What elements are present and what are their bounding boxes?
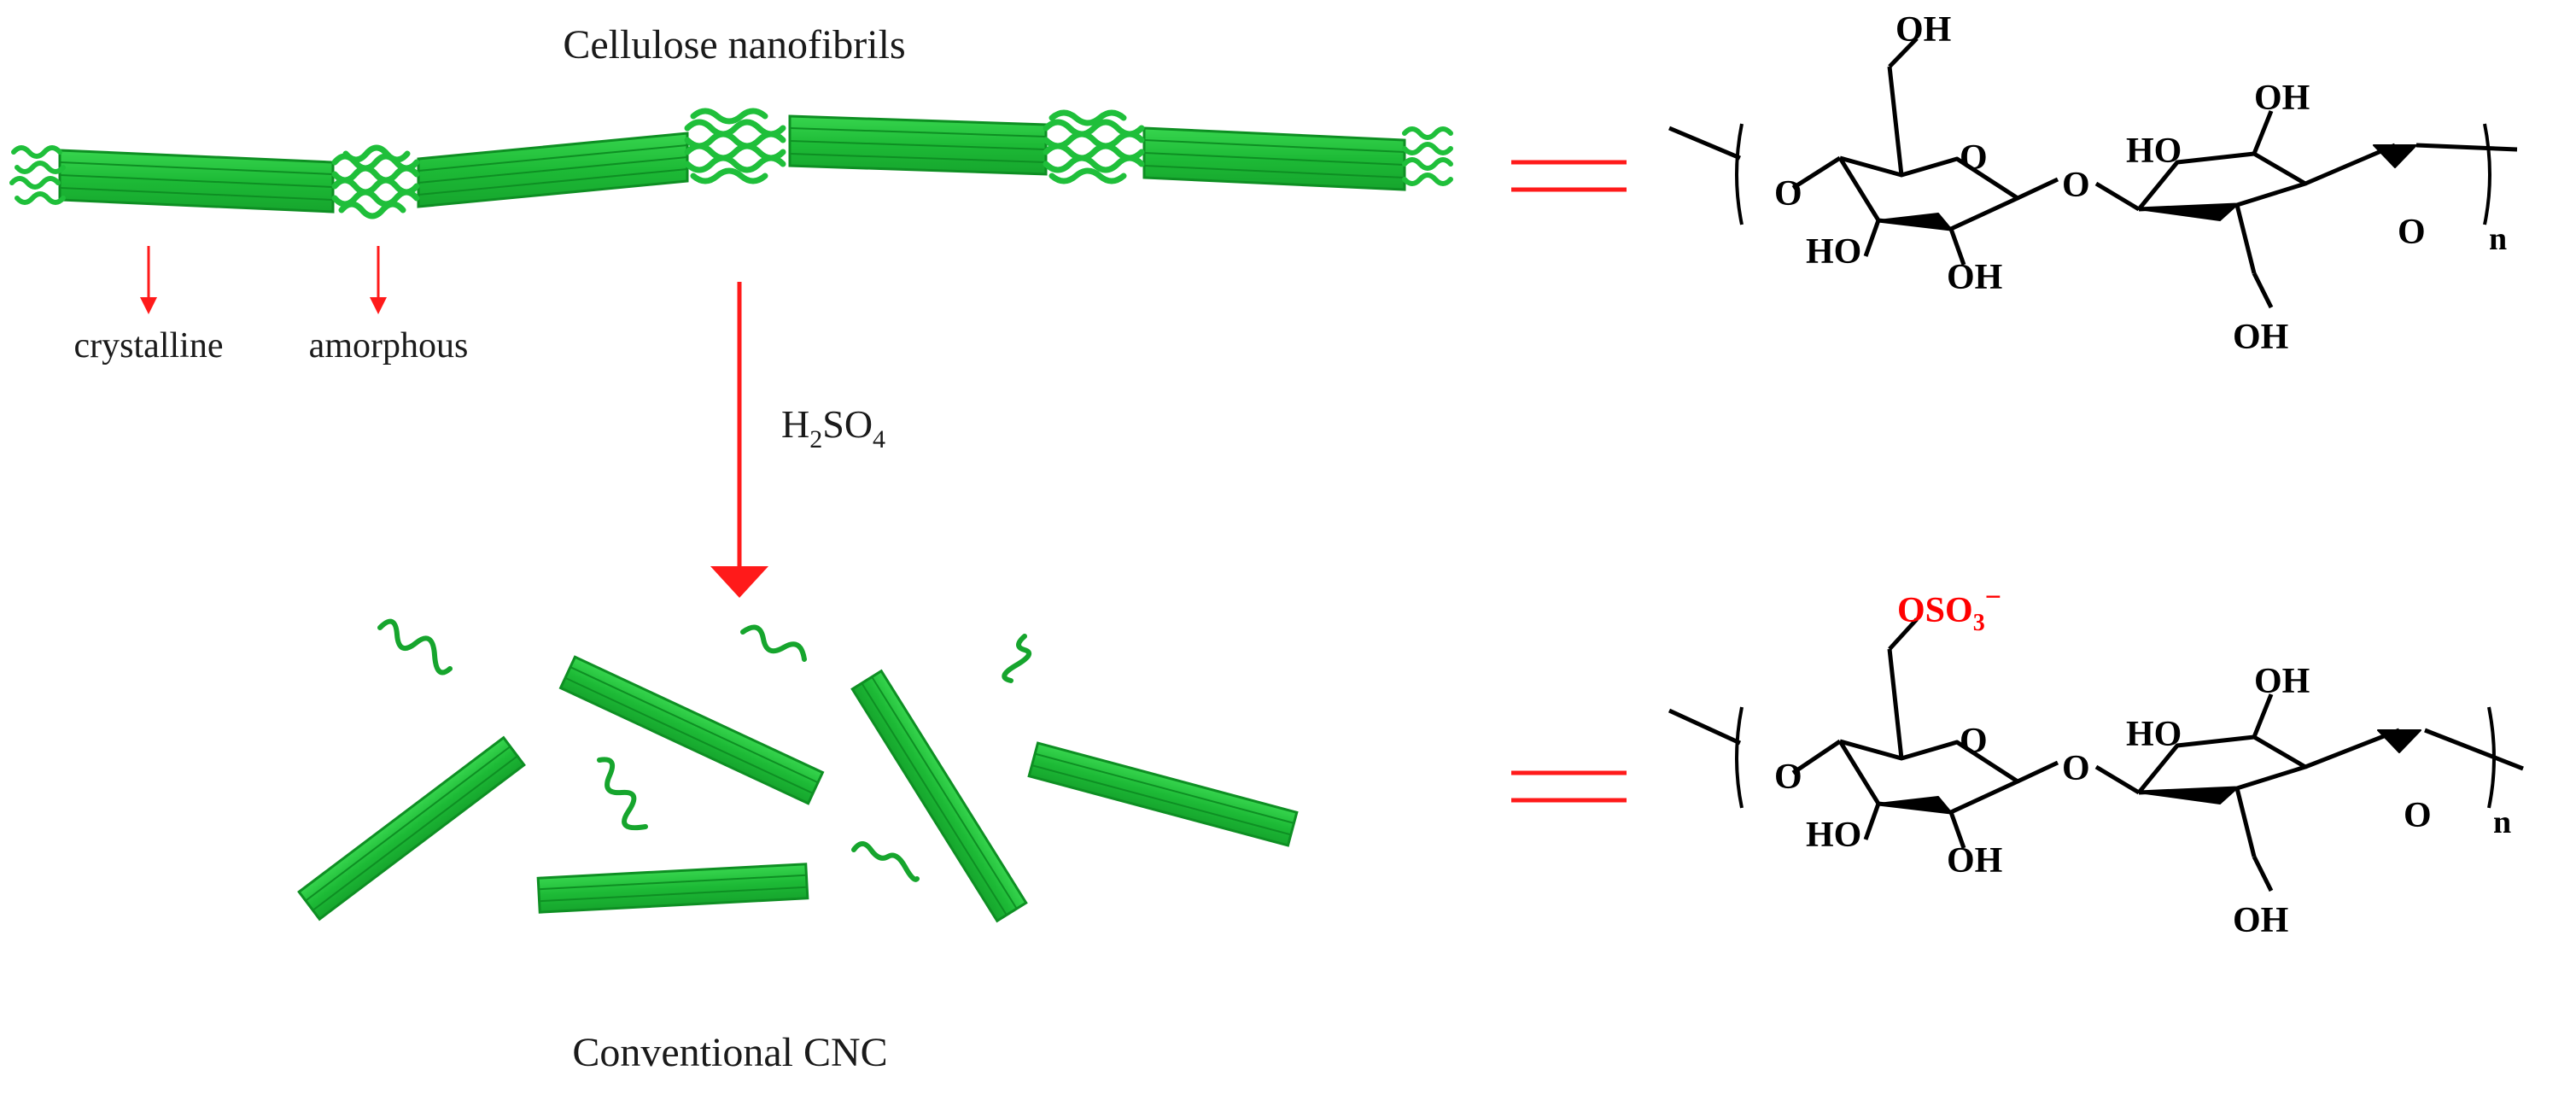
atom-oh-2-bottom: OH: [2233, 901, 2288, 940]
amorphous-fragment: [740, 624, 807, 662]
cellulose-structure-atoms: OH O O HO OH O HO OH O OH n: [1774, 10, 2507, 357]
cnc-rod: [558, 655, 825, 805]
reagent-label: H2SO4: [781, 402, 885, 453]
cellulose-structure: [1668, 37, 2518, 309]
fibril-end-left: [9, 145, 66, 205]
atom-o-ring2: O: [2398, 213, 2426, 252]
atom-oh-2-top: OH: [2254, 79, 2310, 118]
amorphous-label: amorphous: [309, 326, 469, 366]
sulfate-charge: −: [1985, 582, 2001, 613]
atom-oh-2-top: OH: [2254, 662, 2310, 701]
crystalline-segment: [1142, 126, 1406, 191]
crystalline-pointer: [140, 246, 157, 314]
sulfate-sub: 3: [1973, 610, 1985, 636]
reagent-h: H: [781, 402, 809, 446]
sulfate-oso: OSO: [1897, 591, 1973, 630]
atom-ho-2: HO: [2126, 132, 2182, 171]
amorphous-region: [684, 108, 786, 184]
sulfated-cellulose-atoms: OSO3− O O HO OH O HO OH O OH n: [1774, 582, 2511, 940]
amorphous-region: [1043, 109, 1145, 184]
crystalline-segment: [58, 149, 335, 214]
atom-ho-1: HO: [1806, 816, 1861, 855]
cnc-rod: [536, 863, 809, 914]
cnc-rod: [1027, 741, 1299, 847]
crystalline-segment: [417, 132, 689, 208]
cnc-rod: [297, 735, 526, 921]
atom-ho-2: HO: [2126, 715, 2182, 754]
atom-oh-1: OH: [1947, 841, 2002, 880]
nanofibril: [9, 108, 1453, 219]
cnc-rod: [850, 669, 1028, 923]
atom-o-link-left: O: [1774, 174, 1802, 214]
atom-ho-1: HO: [1806, 232, 1861, 272]
amorphous-fragment: [377, 618, 453, 676]
crystalline-segment: [788, 114, 1048, 176]
reagent-sub2: 4: [873, 425, 885, 453]
crystalline-label: crystalline: [74, 326, 224, 366]
amorphous-region: [331, 144, 420, 219]
atom-o-ring1: O: [1960, 722, 1988, 761]
atom-oh-top: OH: [1895, 10, 1951, 50]
atom-oh-1: OH: [1947, 258, 2002, 297]
bottom-title: Conventional CNC: [572, 1030, 887, 1075]
amorphous-fragment: [1002, 634, 1032, 683]
reagent-sub1: 2: [809, 425, 822, 453]
fibril-end-right: [1402, 126, 1453, 186]
amorphous-fragment: [851, 841, 920, 882]
top-title: Cellulose nanofibrils: [563, 22, 905, 67]
sulfated-cellulose-structure: [1668, 617, 2524, 892]
equals-sign: [1511, 770, 1627, 803]
atom-o-link-left: O: [1774, 758, 1802, 797]
atom-o-bridge: O: [2062, 166, 2090, 205]
atom-o-bridge: O: [2062, 749, 2090, 788]
atom-oh-2-bottom: OH: [2233, 318, 2288, 357]
reagent-so: SO: [822, 402, 873, 446]
repeat-n: n: [2493, 804, 2511, 840]
atom-sulfate: OSO3−: [1897, 582, 2001, 636]
atom-o-ring2: O: [2404, 796, 2432, 835]
hydrolysis-arrow: [710, 282, 768, 598]
repeat-n: n: [2489, 221, 2507, 257]
equals-sign: [1511, 160, 1627, 192]
amorphous-fragment: [597, 757, 648, 831]
atom-o-ring1: O: [1960, 138, 1988, 178]
amorphous-pointer: [370, 246, 387, 314]
